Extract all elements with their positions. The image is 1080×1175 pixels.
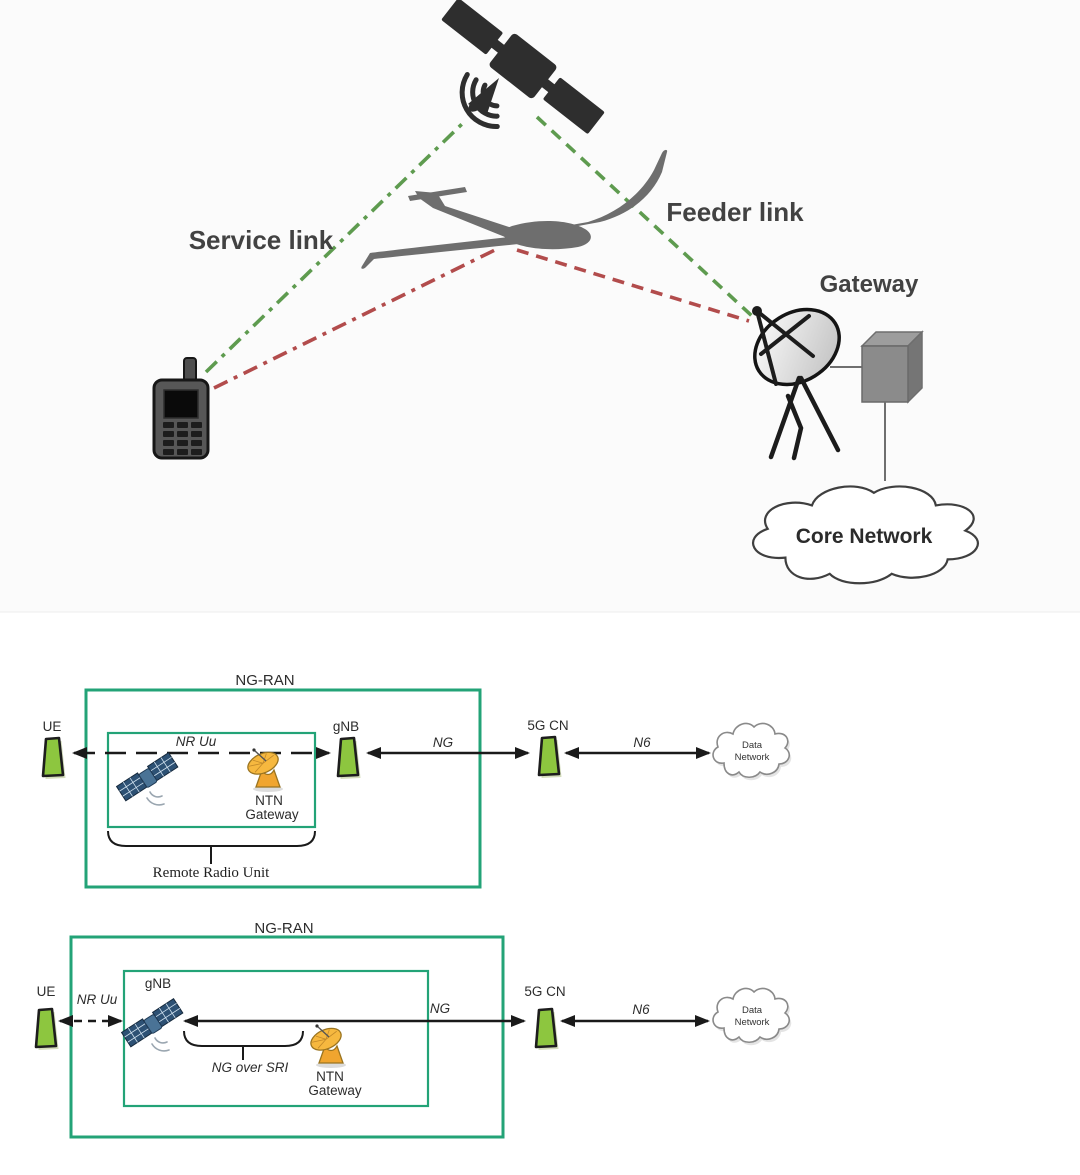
gnb-box — [122, 969, 430, 1108]
satellite-payload-icon — [115, 751, 180, 806]
gnb-label: gNB — [333, 719, 359, 734]
diagram1-title: NG-RAN — [235, 672, 294, 689]
haps-aircraft-icon — [361, 149, 668, 269]
ntn-gateway-label-line1: NTN — [316, 1069, 344, 1084]
core-network-label: Core Network — [796, 525, 933, 548]
feeder-link-label: Feeder link — [666, 197, 804, 227]
ntn-gateway-icon — [306, 1023, 347, 1069]
ngran-diagram-1: NG-RAN UE NR Uu NTN Gateway gNB NG 5G CN… — [41, 672, 792, 889]
gateway-label: Gateway — [820, 271, 919, 298]
feeder-link-haps-line — [516, 248, 750, 323]
cn-device-icon — [537, 735, 563, 780]
gnb-device-icon — [336, 736, 362, 781]
signal-waves-icon — [459, 72, 500, 129]
nr-uu-label: NR Uu — [176, 734, 217, 749]
service-link-haps-line — [213, 246, 500, 390]
ng-over-sri-label: NG over SRI — [212, 1060, 289, 1075]
ue-phone-icon — [152, 357, 210, 460]
rru-brace — [107, 830, 316, 847]
data-network-label-line1: Data — [742, 740, 763, 751]
n6-label: N6 — [632, 1002, 650, 1017]
ntn-illustration: Service link Feeder link Gateway Core Ne… — [0, 0, 1080, 613]
phone-keypad — [163, 422, 202, 455]
ntn-gateway-icon — [243, 747, 284, 793]
ngran-diagram-2: NG-RAN UE NR Uu gNB NG NG over SRI NTN G… — [34, 920, 792, 1139]
gateway-dish-icon — [752, 306, 841, 461]
diagram2-title: NG-RAN — [254, 920, 313, 937]
ue-device-icon — [41, 736, 67, 781]
ue-label: UE — [37, 984, 56, 999]
n6-label: N6 — [633, 735, 651, 750]
ngran-box — [69, 935, 505, 1139]
cn-label: 5G CN — [524, 984, 565, 999]
gnb-satellite-icon — [120, 997, 185, 1052]
data-network-label-line1: Data — [742, 1005, 763, 1016]
ng-label: NG — [430, 1001, 450, 1016]
ntn-gateway-label-line1: NTN — [255, 793, 283, 808]
ue-device-icon — [34, 1007, 60, 1052]
ng-over-sri-brace — [183, 1030, 304, 1047]
nr-uu-label: NR Uu — [77, 992, 118, 1007]
cn-device-icon — [534, 1007, 560, 1052]
rru-label: Remote Radio Unit — [153, 865, 270, 881]
gateway-modem-box — [860, 330, 924, 404]
ngran-box — [84, 688, 482, 889]
ue-label: UE — [43, 719, 62, 734]
ntn-gateway-label-line2: Gateway — [245, 807, 299, 822]
data-network-label-line2: Network — [735, 1017, 770, 1028]
cn-label: 5G CN — [527, 718, 568, 733]
rru-box — [106, 731, 317, 829]
ng-label: NG — [433, 735, 453, 750]
ntn-gateway-label-line2: Gateway — [308, 1083, 362, 1098]
service-link-satellite-line — [204, 122, 464, 374]
gnb-label: gNB — [145, 976, 171, 991]
service-link-label: Service link — [189, 225, 334, 255]
feeder-link-satellite-line — [535, 115, 754, 318]
satellite-icon — [441, 0, 605, 134]
data-network-label-line2: Network — [735, 752, 770, 763]
